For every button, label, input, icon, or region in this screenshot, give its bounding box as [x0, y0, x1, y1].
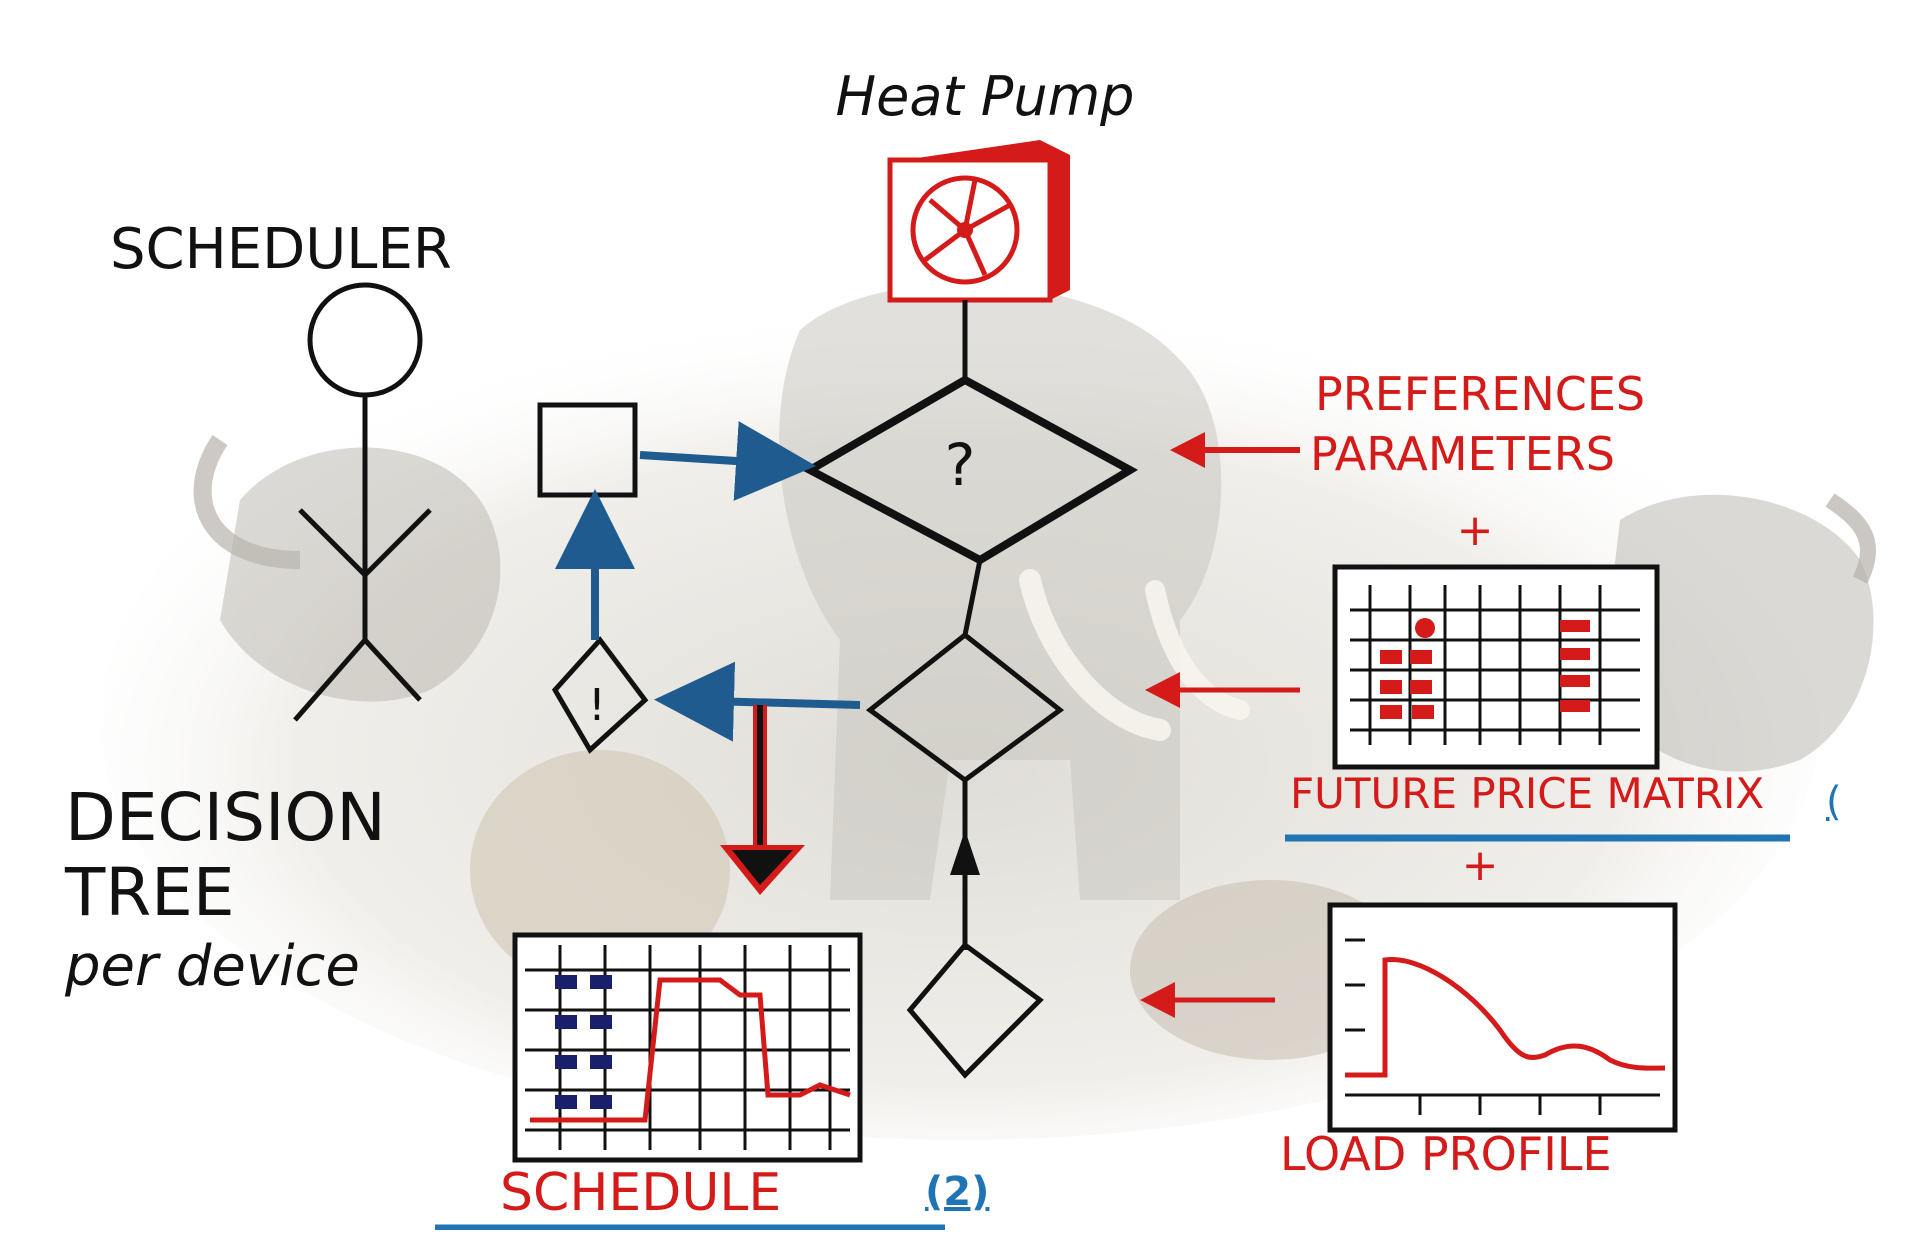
exclamation-mark-icon: ! [588, 680, 606, 731]
decision-label-line3: per device [64, 934, 360, 999]
lion-silhouette [470, 750, 730, 990]
load-profile-arrow-icon [1140, 982, 1275, 1018]
heat-pump-label: Heat Pump [836, 65, 1135, 128]
preferences-arrow-icon [1170, 432, 1300, 468]
question-mark-icon: ? [945, 431, 976, 499]
upward-arrow-icon [950, 830, 980, 875]
heat-pump-icon [887, 140, 1070, 303]
tree-stem-1 [962, 559, 983, 636]
stick-figure-icon [293, 282, 432, 722]
plus-sign-1: + [1457, 505, 1494, 556]
blue-flow-arrows [555, 421, 861, 742]
schedule-down-arrow-icon [720, 705, 805, 895]
load-profile-chart [1327, 902, 1678, 1133]
decision-diamond-branch [551, 636, 649, 754]
elephant-tusk-right [1145, 580, 1250, 720]
price-matrix-arrow-icon [1145, 672, 1300, 708]
schedule-label: SCHEDULE [500, 1163, 781, 1223]
decision-label-line2: TREE [64, 854, 235, 931]
rhino-silhouette [1600, 494, 1874, 772]
load-profile-label: LOAD PROFILE [1280, 1127, 1612, 1181]
decision-label-line1: DECISION [65, 779, 386, 856]
rhino-horn [1825, 493, 1877, 584]
elephant-tusk-left [1019, 569, 1171, 741]
preferences-label: PREFERENCES [1315, 367, 1645, 421]
price-matrix-grid [1332, 564, 1660, 770]
edge-link-fragment[interactable]: ( [1826, 779, 1842, 825]
footnote-link[interactable]: (2) [925, 1169, 989, 1215]
parameters-label: PARAMETERS [1310, 427, 1615, 481]
scheduler-label: SCHEDULER [110, 217, 452, 282]
elephant-silhouette [779, 284, 1222, 900]
plus-sign-2: + [1462, 840, 1499, 891]
decision-diamond-bottom [906, 941, 1044, 1079]
buffalo-horn [193, 435, 301, 569]
future-price-matrix-label: FUTURE PRICE MATRIX [1290, 769, 1764, 818]
schedule-chart [512, 932, 863, 1163]
buffalo-silhouette [220, 447, 501, 702]
